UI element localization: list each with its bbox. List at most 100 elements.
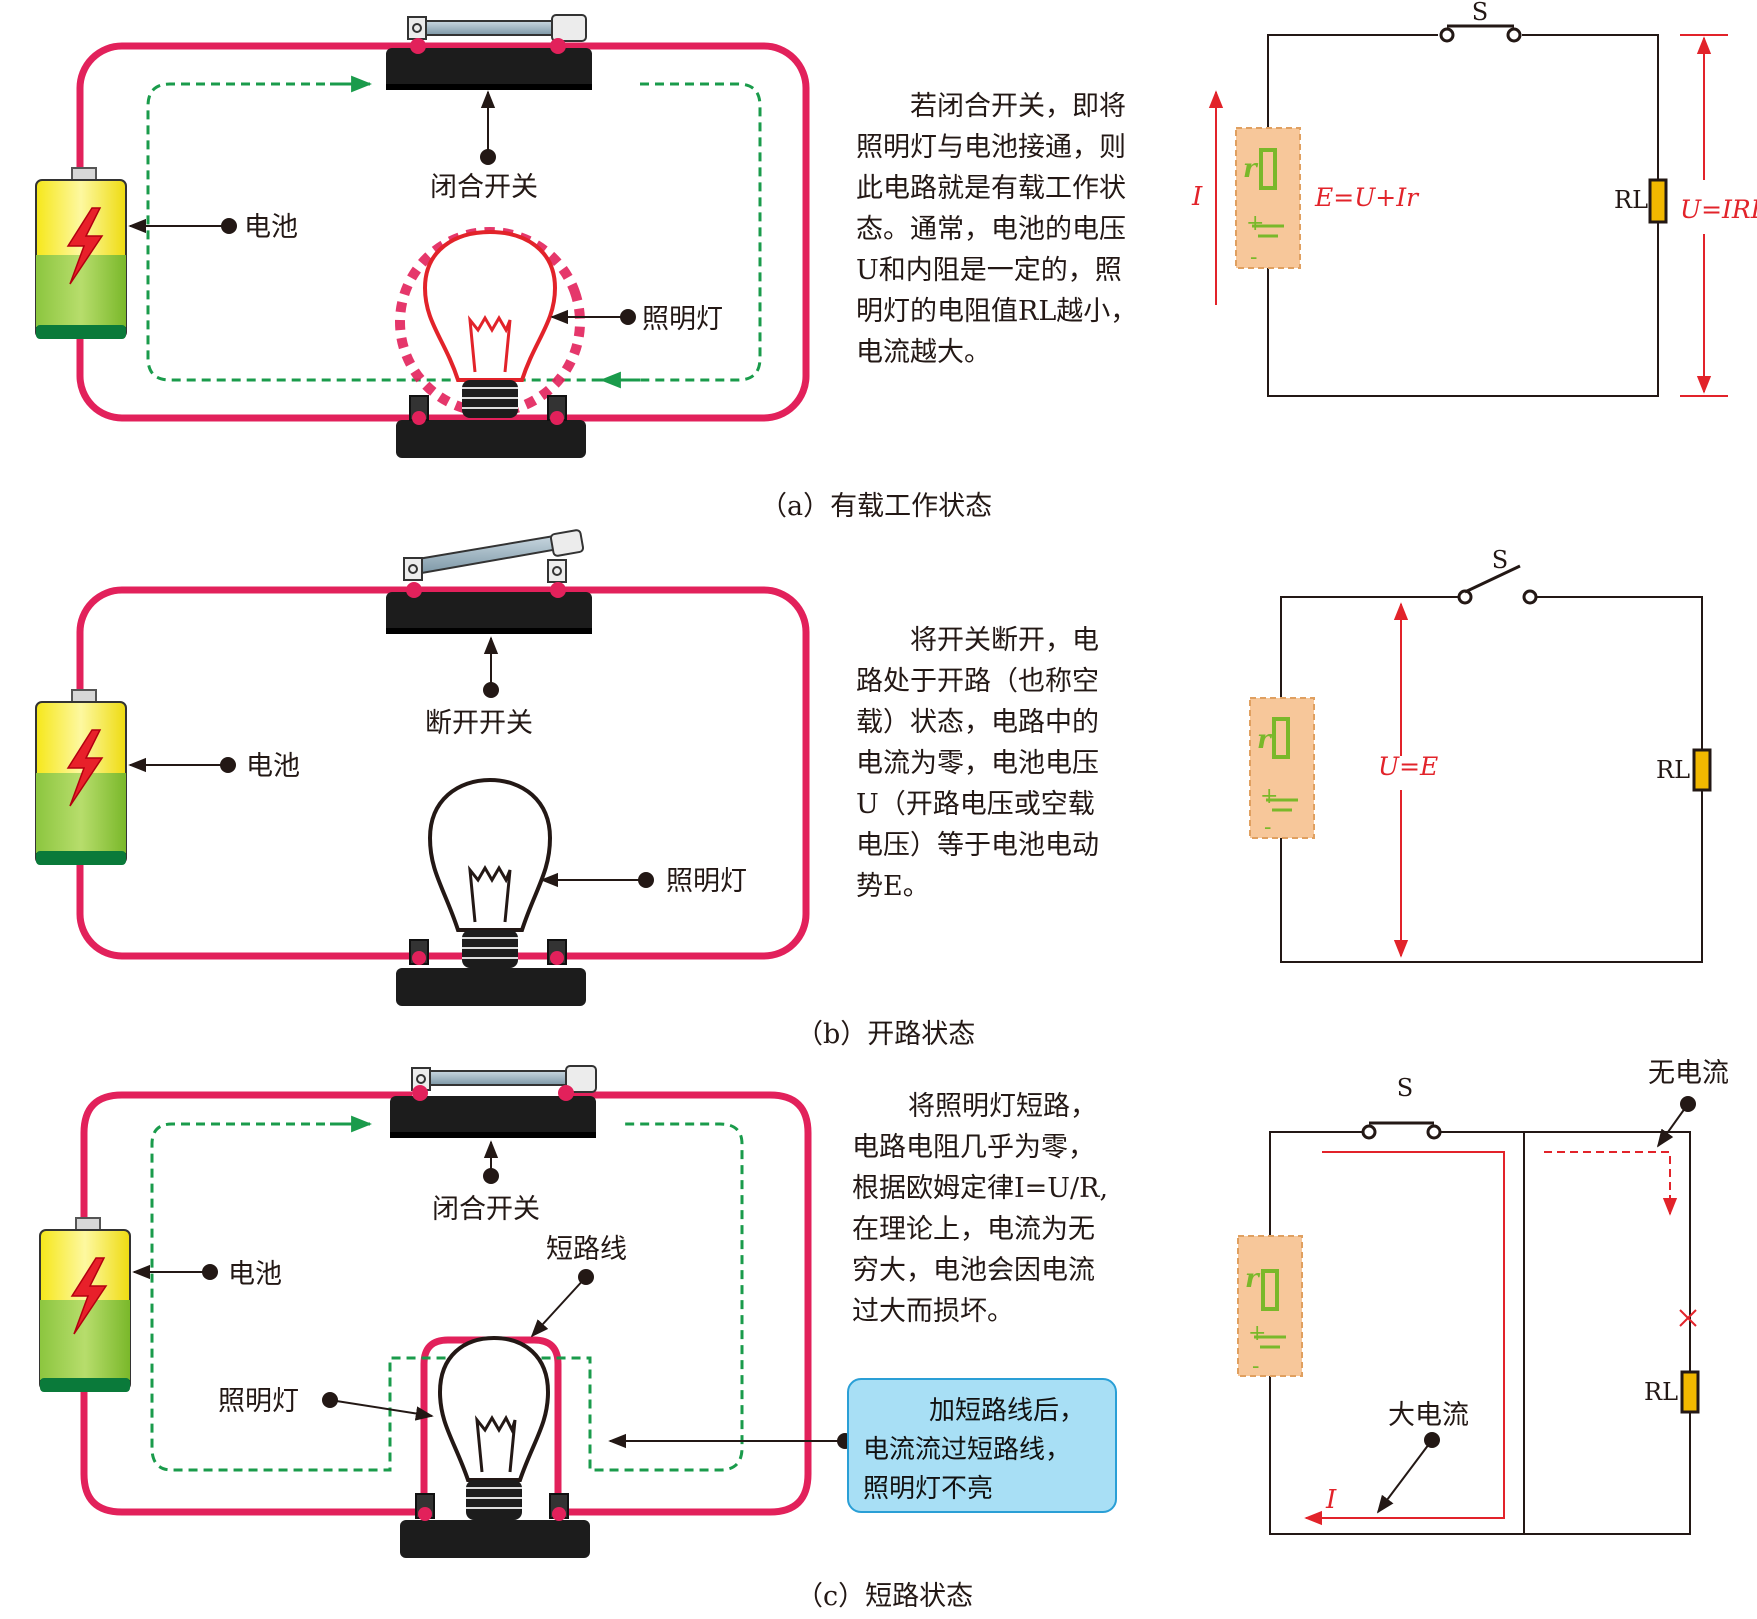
text-line: 若闭合开关，即将	[910, 91, 1126, 122]
load-resistor	[1680, 1370, 1700, 1414]
current-label: I	[1191, 182, 1203, 212]
text-line: 将照明灯短路，	[908, 1091, 1097, 1122]
current-path	[146, 82, 620, 382]
battery-box	[1237, 1235, 1303, 1377]
label-lamp: 照明灯	[642, 304, 723, 335]
callout-line: 照明灯不亮	[863, 1474, 994, 1504]
load-resistor	[1648, 178, 1668, 224]
wire-loop	[76, 586, 810, 960]
panel-c-pictorial: 闭合开关 电池 短路线 照明灯	[39, 1065, 853, 1558]
text-line: U（开路电压或空载	[856, 789, 1095, 820]
label-battery: 电池	[246, 751, 300, 782]
caption-a: （a）有载工作状态	[760, 491, 993, 522]
short-wire-leader-dot	[578, 1269, 594, 1285]
text-line: 电流越大。	[856, 337, 991, 368]
voltage-equation: U=E	[1378, 752, 1438, 781]
lamp-off	[396, 777, 586, 1006]
lamp-off	[400, 1335, 590, 1558]
text-line: 路处于开路（也称空	[856, 666, 1099, 697]
minus-sign: -	[1252, 1354, 1259, 1379]
text-line: 明灯的电阻值RL越小，	[856, 296, 1138, 327]
switch-leader-dot	[483, 1168, 499, 1184]
panel-a-pictorial: 闭合开关 电池 照明灯	[35, 14, 810, 458]
panel-a-description: 若闭合开关，即将 照明灯与电池接通，则 此电路就是有载工作状 态。通常，电池的电…	[856, 86, 1148, 373]
internal-resistor	[1261, 1269, 1279, 1311]
large-current-leader	[1376, 1439, 1433, 1514]
schematic-switch-label: S	[1472, 0, 1488, 26]
text-line: 电流为零，电池电压	[856, 748, 1099, 779]
panel-a-schematic: S r + - I E=U+Ir RL U=IRL	[1191, 0, 1757, 397]
current-label: I	[1325, 1485, 1337, 1515]
label-lamp: 照明灯	[666, 866, 747, 897]
large-current-leader-dot	[1424, 1432, 1440, 1448]
label-short-wire: 短路线	[546, 1234, 627, 1265]
text-line: 照明灯与电池接通，则	[856, 132, 1126, 163]
text-line: 穷大，电池会因电流	[852, 1255, 1095, 1286]
text-line: 态。通常，电池的电压	[856, 214, 1126, 245]
short-wire-leader	[530, 1276, 587, 1338]
battery-leader-dot	[220, 757, 236, 773]
label-battery: 电池	[244, 212, 298, 243]
text-line: 势E。	[856, 871, 930, 902]
lamp-leader-dot	[620, 309, 636, 325]
panel-c-schematic: S r + - I RL 无电流 大电流	[1237, 1058, 1729, 1535]
no-current-path	[1544, 1151, 1678, 1216]
internal-r-label: r	[1257, 725, 1273, 755]
internal-r-label: r	[1245, 1264, 1261, 1294]
battery	[39, 1217, 131, 1392]
lamp-leader-dot	[322, 1392, 338, 1408]
caption-c: （c）短路状态	[796, 1581, 974, 1612]
wire-loop	[80, 1091, 812, 1516]
short-circuit-callout: 加短路线后， 电流流过短路线， 照明灯不亮	[847, 1378, 1117, 1513]
text-line: U和内阻是一定的，照	[856, 255, 1122, 286]
knife-switch-open	[386, 529, 592, 634]
text-line: 将开关断开，电	[910, 625, 1099, 656]
label-battery: 电池	[228, 1259, 282, 1290]
load-label: RL	[1644, 1378, 1678, 1406]
switch-leader-dot	[483, 682, 499, 698]
internal-resistor	[1259, 148, 1277, 190]
battery	[35, 689, 127, 865]
current-path	[600, 82, 762, 382]
text-line: 电路电阻几乎为零，	[852, 1132, 1095, 1163]
plus-sign: +	[1246, 211, 1264, 236]
no-current-leader	[1656, 1103, 1689, 1148]
load-label: RL	[1656, 756, 1690, 784]
lamp-leader-dot	[638, 872, 654, 888]
lamp-lit	[395, 227, 586, 458]
load-resistor	[1692, 748, 1712, 792]
internal-r-label: r	[1243, 154, 1259, 184]
switch-leader-dot	[480, 149, 496, 165]
battery-leader-dot	[202, 1264, 218, 1280]
knife-switch	[386, 14, 592, 90]
emf-equation: E=U+Ir	[1314, 183, 1420, 212]
load-label: RL	[1614, 186, 1648, 214]
text-line: 此电路就是有载工作状	[856, 173, 1126, 204]
battery	[35, 167, 127, 339]
text-line: 电压）等于电池电动	[856, 830, 1099, 861]
label-switch: 闭合开关	[430, 172, 538, 203]
label-switch: 断开开关	[425, 708, 533, 739]
minus-sign: -	[1264, 815, 1271, 840]
label-lamp: 照明灯	[218, 1386, 299, 1417]
lamp-leader	[329, 1399, 434, 1421]
battery-leader-dot	[221, 218, 237, 234]
no-current-label: 无电流	[1648, 1058, 1729, 1089]
load-voltage-equation: U=IRL	[1680, 195, 1757, 224]
caption-b: （b）开路状态	[796, 1019, 976, 1050]
callout-line: 电流流过短路线，	[863, 1435, 1072, 1465]
large-current-path	[1304, 1151, 1505, 1526]
label-switch: 闭合开关	[432, 1194, 540, 1225]
schematic-switch-label: S	[1397, 1074, 1413, 1102]
text-line: 在理论上，电流为无	[852, 1214, 1095, 1245]
text-line: 根据欧姆定律I=U/R,	[852, 1173, 1109, 1204]
panel-b-schematic: S r + - U=E RL	[1249, 546, 1712, 963]
no-current-leader-dot	[1680, 1096, 1696, 1112]
panel-c-description: 将照明灯短路， 电路电阻几乎为零， 根据欧姆定律I=U/R, 在理论上，电流为无…	[852, 1086, 1144, 1332]
panel-b-description: 将开关断开，电 路处于开路（也称空 载）状态，电路中的 电流为零，电池电压 U（…	[856, 620, 1148, 907]
schematic-switch-label: S	[1492, 546, 1508, 574]
battery-box	[1249, 697, 1315, 839]
text-line: 载）状态，电路中的	[856, 707, 1099, 738]
callout-line: 加短路线后，	[929, 1396, 1086, 1426]
minus-sign: -	[1250, 245, 1257, 270]
